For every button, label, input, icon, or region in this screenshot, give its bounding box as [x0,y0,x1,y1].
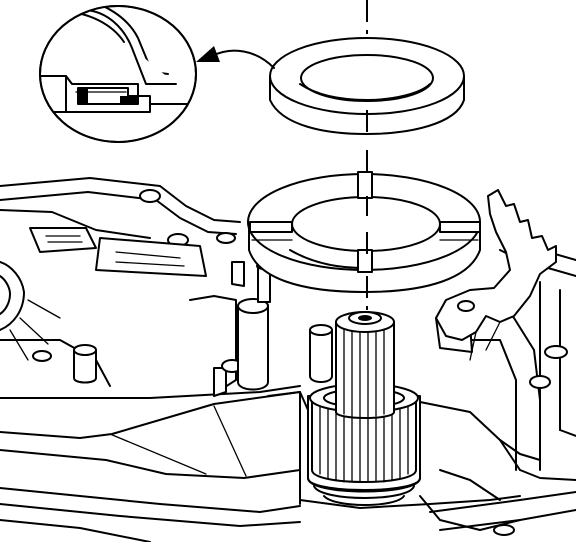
inset-detail-view [40,0,200,142]
lower-split-washer [248,172,480,292]
upper-ring-washer [270,38,464,134]
transmission-case [0,178,576,542]
splined-shaft-gear [308,312,420,505]
callout-arrow [196,46,274,68]
